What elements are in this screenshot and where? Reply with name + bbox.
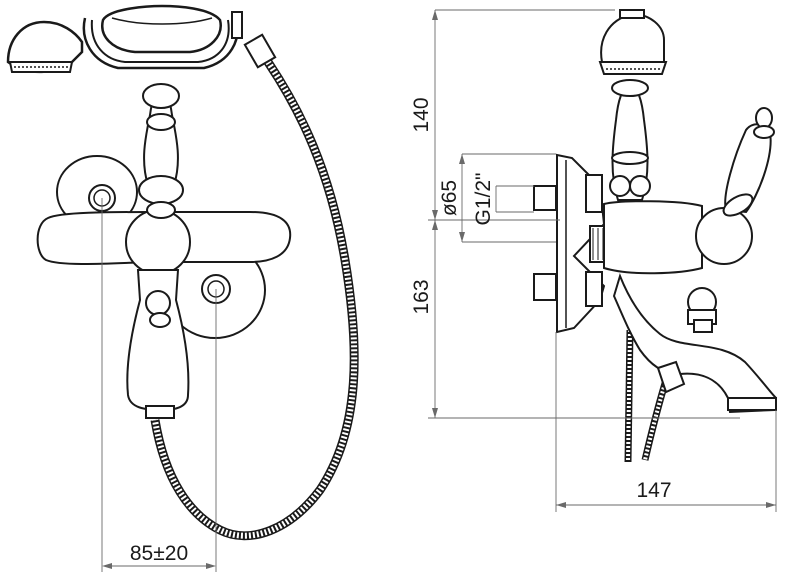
side-right-knob [695, 207, 753, 265]
side-body [603, 200, 703, 275]
side-view: 140 163 ø65 G1/2" 147 [410, 9, 778, 512]
front-hose-nut [145, 405, 175, 419]
dim-height-top: 140 [410, 97, 433, 132]
side-shower-head [600, 12, 665, 66]
front-central-knob [125, 209, 191, 275]
dim-bottom-width: 85±20 [130, 542, 188, 565]
dim-thread: G1/2" [472, 173, 495, 226]
front-diverter-knob [145, 290, 171, 316]
dim-diameter: ø65 [438, 180, 461, 216]
front-view: 85±20 [6, 4, 359, 572]
front-escutcheon-right [164, 241, 266, 339]
front-shower-handle [101, 4, 222, 54]
dim-side-length: 147 [636, 479, 671, 502]
front-hose [150, 59, 359, 541]
dim-height-bottom: 163 [410, 279, 433, 314]
